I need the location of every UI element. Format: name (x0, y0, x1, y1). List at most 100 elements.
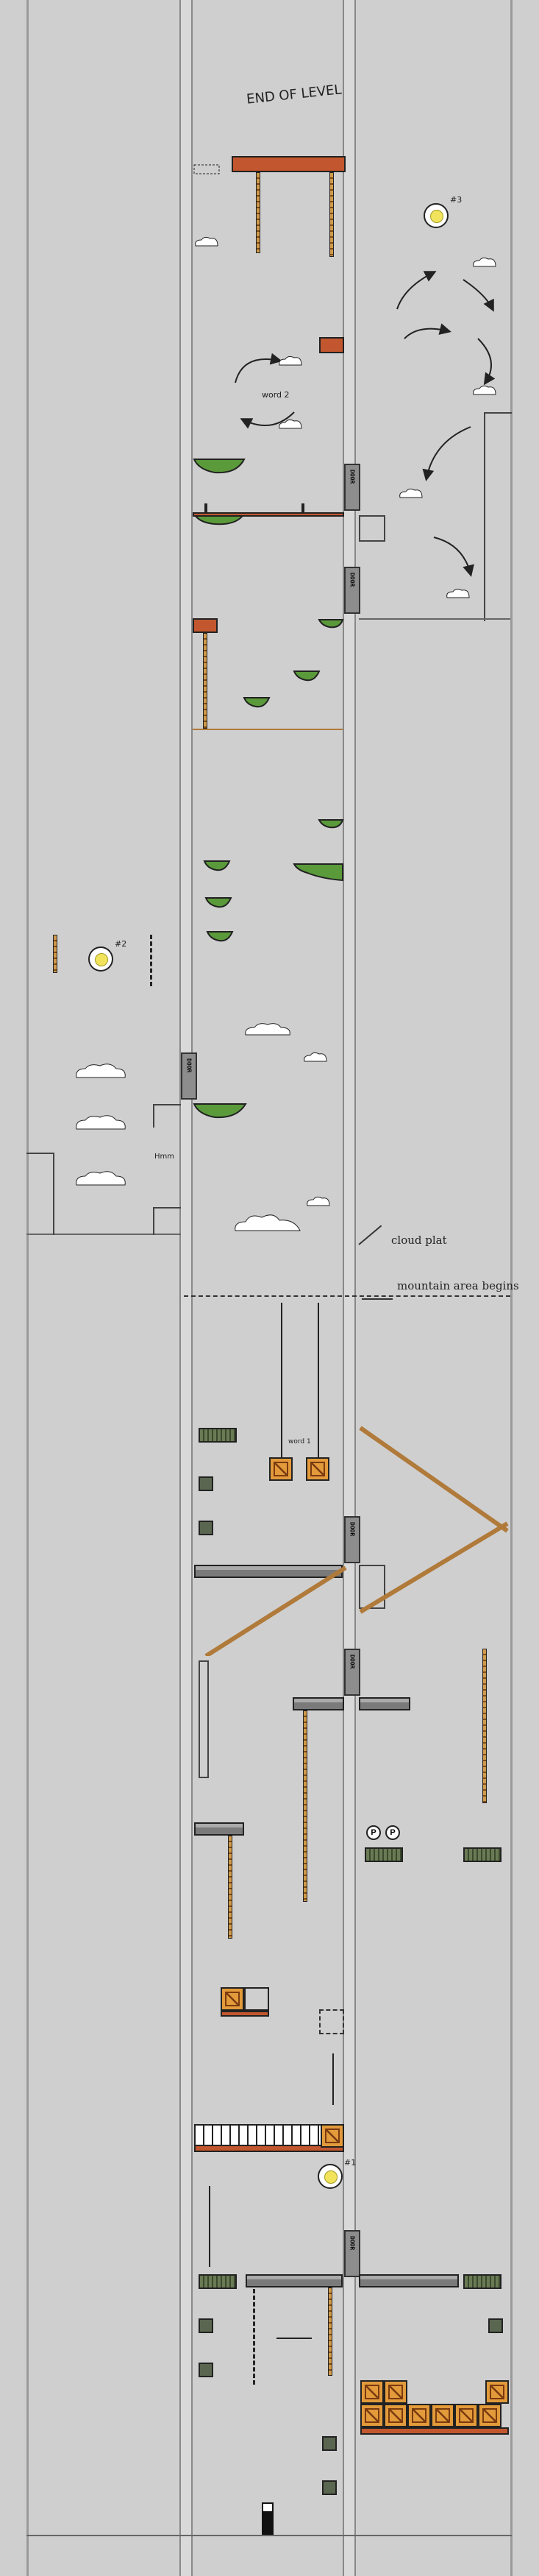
dashed-marker (150, 935, 155, 986)
brick-ledge (221, 2011, 269, 2017)
crate (384, 2380, 407, 2404)
bridge (193, 512, 344, 517)
left-shaft-wall (179, 0, 193, 2576)
hmm-label: Hmm (154, 1153, 175, 1161)
end-of-level-label: END OF LEVEL (246, 82, 343, 107)
world-label: word 2 (262, 390, 290, 400)
cliff-wall (26, 1153, 54, 1235)
door[interactable]: DOOR (181, 1052, 197, 1100)
p-switch[interactable]: P (385, 1825, 400, 1840)
grass-platform (193, 1103, 247, 1119)
crate (269, 1457, 293, 1481)
door[interactable]: DOOR (344, 1649, 360, 1696)
brick-ledge (194, 2145, 344, 2152)
p-switch[interactable]: P (366, 1825, 381, 1840)
crate (407, 2404, 431, 2427)
up-arrow (332, 2053, 334, 2105)
door-label: DOOR (349, 573, 356, 587)
girder-platform (194, 1822, 244, 1836)
bridge-railing (194, 2124, 343, 2146)
loop-arrow (396, 271, 496, 386)
crate (384, 2404, 407, 2427)
grass-platform (193, 459, 246, 474)
ground-line (26, 2535, 512, 2536)
cloud (235, 1214, 301, 1231)
rope-line (193, 729, 343, 730)
moss-block (322, 2480, 337, 2495)
door-label: DOOR (349, 470, 356, 484)
door[interactable]: DOOR (344, 1516, 360, 1563)
ground-line (359, 618, 510, 620)
crate (454, 2404, 478, 2427)
girder-platform (246, 2274, 343, 2287)
cloud (279, 355, 302, 366)
cloud (245, 1023, 290, 1036)
brick-block (193, 618, 218, 633)
cloud (473, 257, 496, 267)
climbing-pole (329, 172, 334, 257)
ground-line (26, 1234, 181, 1235)
stone-block (359, 515, 385, 542)
door[interactable]: DOOR (344, 2230, 360, 2277)
coin-icon (318, 2164, 343, 2189)
loop-arrow (235, 353, 295, 429)
grass-platform (318, 819, 344, 829)
coin-number-label: #1 (344, 2158, 357, 2168)
mountain-area-label: mountain area begins (397, 1279, 519, 1292)
column-divider (510, 0, 513, 2576)
door-label: DOOR (349, 1655, 356, 1669)
coin-number-label: #3 (450, 195, 463, 205)
moss-block (365, 1847, 403, 1862)
cliff-wall (153, 1207, 181, 1235)
cloud-plat-label: cloud plat (391, 1234, 447, 1247)
pointer-line (362, 1298, 393, 1300)
moss-block (199, 2363, 213, 2377)
grass-platform (243, 697, 271, 708)
moss-block (199, 1428, 237, 1443)
girder-platform (359, 2274, 459, 2287)
grass-platform (293, 670, 321, 682)
crate-frame (244, 1987, 269, 2011)
coin-icon (424, 203, 449, 228)
guide-line (318, 1303, 319, 1457)
climbing-pole (228, 1836, 232, 1939)
moss-block (199, 2274, 237, 2289)
crate (360, 2404, 384, 2427)
girder-platform (293, 1697, 344, 1710)
moss-block (322, 2436, 337, 2451)
cloud (307, 1196, 330, 1206)
cloud (473, 385, 496, 395)
world-label: word 1 (288, 1438, 311, 1446)
cloud (76, 1115, 126, 1130)
cloud (76, 1171, 126, 1186)
door[interactable]: DOOR (344, 464, 360, 511)
right-shaft-wall (343, 0, 356, 2576)
crate (360, 2380, 384, 2404)
coin-icon (88, 946, 113, 972)
door[interactable]: DOOR (344, 567, 360, 614)
horizontal-arrow (276, 2338, 312, 2339)
moss-block (488, 2318, 503, 2333)
moss-block (463, 2274, 501, 2289)
brick-platform (232, 156, 346, 172)
cloud (399, 488, 423, 498)
grass-platform (203, 860, 231, 871)
bridge-post (301, 503, 304, 514)
column-divider (26, 0, 29, 2576)
climbing-pole (256, 172, 260, 253)
door-label: DOOR (349, 2236, 356, 2251)
dashed-marker (253, 2289, 258, 2385)
cliff-wall (153, 1104, 181, 1128)
hidden-block (319, 2009, 344, 2034)
moss-block (199, 2318, 213, 2333)
start-flag (262, 2502, 274, 2535)
slope-poles (204, 1426, 509, 1656)
guide-line (281, 1303, 282, 1457)
cloud-outline (193, 164, 220, 174)
stone-block (359, 1565, 385, 1609)
crate (321, 2124, 344, 2148)
brick-ledge (360, 2427, 509, 2435)
cloud (279, 419, 302, 429)
grass-platform (204, 897, 232, 908)
brick-block (319, 337, 344, 353)
